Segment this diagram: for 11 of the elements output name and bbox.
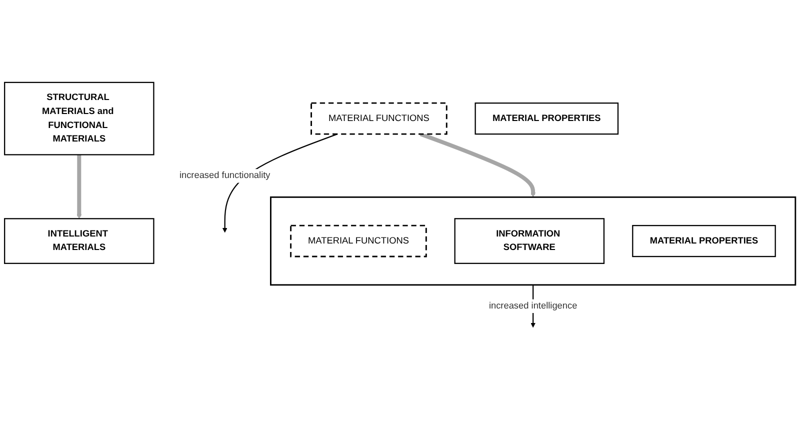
- arrow: [76, 154, 82, 219]
- edge-label: increased functionality: [179, 170, 270, 181]
- node-box: STRUCTURAL MATERIALS and FUNCTIONAL MATERIALS: [4, 82, 154, 156]
- node-box: INTELLIGENT MATERIALS: [4, 218, 154, 264]
- node-box: INFORMATION SOFTWARE: [454, 218, 605, 264]
- node-box: MATERIAL FUNCTIONS: [310, 102, 448, 135]
- node-box: MATERIAL PROPERTIES: [474, 102, 619, 135]
- edge-label: increased intelligence: [488, 300, 578, 311]
- cluster: [270, 196, 796, 286]
- node-box: MATERIAL FUNCTIONS: [290, 224, 427, 258]
- node-box: MATERIAL PROPERTIES: [632, 224, 776, 258]
